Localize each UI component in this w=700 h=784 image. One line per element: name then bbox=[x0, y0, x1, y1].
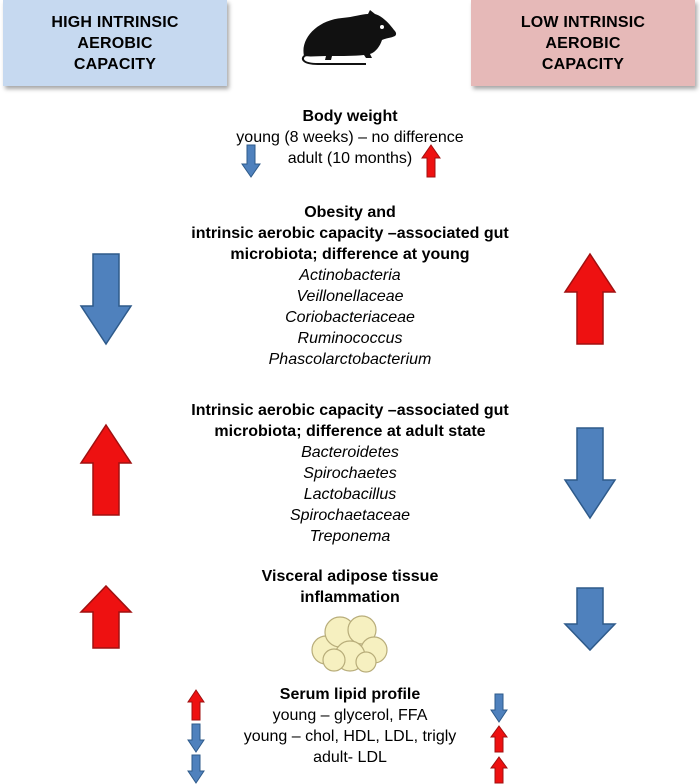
taxon-label: Veillonellaceae bbox=[296, 288, 404, 305]
section-title-line: Obesity and bbox=[304, 204, 396, 221]
serum-lipid-title: Serum lipid profile bbox=[279, 686, 421, 703]
visceral-adipose-section: Visceral adipose tissue inflammation bbox=[140, 566, 560, 608]
serum-line: adult- LDL bbox=[313, 749, 387, 766]
up-arrow-icon bbox=[79, 423, 133, 516]
serum-line: young – chol, HDL, LDL, trigly bbox=[243, 728, 457, 745]
down-arrow-icon bbox=[79, 253, 133, 346]
body-weight-adult-line: adult (10 months) bbox=[287, 150, 413, 167]
down-arrow-icon bbox=[563, 587, 617, 652]
section-title-line: microbiota; difference at adult state bbox=[214, 423, 486, 440]
section-title-line: Intrinsic aerobic capacity –associated g… bbox=[191, 402, 509, 419]
down-arrow-icon bbox=[490, 693, 508, 723]
box-label-line: AEROBIC bbox=[545, 34, 621, 52]
taxon-label: Lactobacillus bbox=[303, 486, 397, 503]
box-label-line: CAPACITY bbox=[541, 55, 625, 73]
taxon-label: Spirochaetaceae bbox=[289, 507, 411, 524]
taxon-label: Phascolarctobacterium bbox=[268, 351, 432, 368]
section-title-line: Visceral adipose tissue bbox=[261, 568, 439, 585]
down-arrow-icon bbox=[563, 427, 617, 520]
mouse-icon bbox=[301, 10, 397, 65]
taxon-label: Ruminococcus bbox=[297, 330, 403, 347]
low-intrinsic-aerobic-capacity-box: LOW INTRINSIC AEROBIC CAPACITY bbox=[471, 0, 695, 86]
up-arrow-icon bbox=[490, 756, 508, 784]
section-title-line: inflammation bbox=[300, 589, 400, 606]
up-arrow-icon bbox=[79, 584, 133, 649]
young-microbiota-section: Obesity and intrinsic aerobic capacity –… bbox=[140, 202, 560, 370]
up-arrow-icon bbox=[187, 689, 205, 721]
box-label-line: LOW INTRINSIC bbox=[520, 13, 646, 31]
taxon-label: Spirochaetes bbox=[303, 465, 397, 482]
body-weight-section: Body weight young (8 weeks) – no differe… bbox=[140, 106, 560, 169]
up-arrow-icon bbox=[563, 252, 617, 345]
box-label-line: HIGH INTRINSIC bbox=[51, 13, 179, 31]
section-title-line: microbiota; difference at young bbox=[230, 246, 470, 263]
taxon-label: Coriobacteriaceae bbox=[285, 309, 415, 326]
adipose-cells-icon bbox=[311, 615, 388, 673]
up-arrow-icon bbox=[421, 144, 441, 178]
adult-microbiota-section: Intrinsic aerobic capacity –associated g… bbox=[140, 400, 560, 547]
high-intrinsic-aerobic-capacity-box: HIGH INTRINSIC AEROBIC CAPACITY bbox=[3, 0, 227, 86]
taxon-label: Bacteroidetes bbox=[301, 444, 399, 461]
body-weight-young-line: young (8 weeks) – no difference bbox=[236, 129, 464, 146]
taxon-label: Treponema bbox=[309, 528, 391, 545]
box-label-line: CAPACITY bbox=[73, 55, 157, 73]
box-label-line: AEROBIC bbox=[77, 34, 153, 52]
section-title-line: intrinsic aerobic capacity –associated g… bbox=[191, 225, 509, 242]
serum-line: young – glycerol, FFA bbox=[272, 707, 428, 724]
up-arrow-icon bbox=[490, 725, 508, 753]
body-weight-title: Body weight bbox=[302, 108, 398, 125]
down-arrow-icon bbox=[187, 754, 205, 784]
serum-lipid-section: Serum lipid profile young – glycerol, FF… bbox=[140, 684, 560, 768]
down-arrow-icon bbox=[241, 144, 261, 178]
taxon-label: Actinobacteria bbox=[299, 267, 401, 284]
down-arrow-icon bbox=[187, 723, 205, 753]
